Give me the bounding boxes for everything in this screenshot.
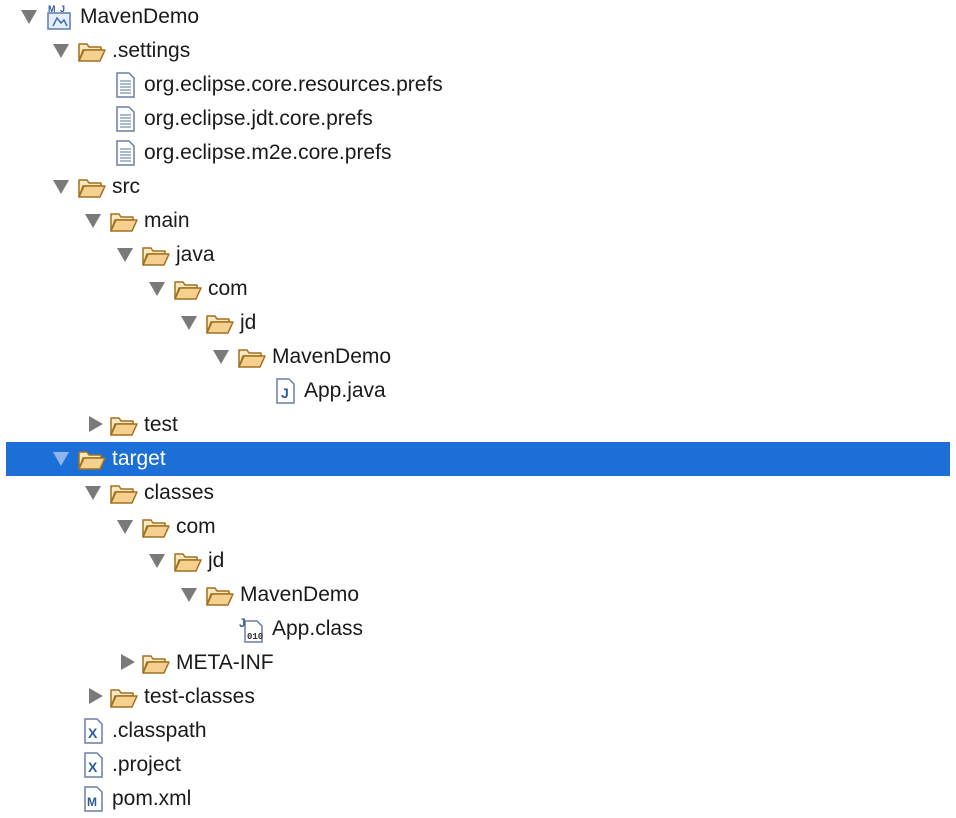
tree-item-label: com: [208, 277, 248, 300]
java-file-icon: [270, 377, 300, 405]
tree-item-src[interactable]: src: [6, 170, 950, 204]
folder-open-icon: [108, 207, 138, 235]
tree-item-pom[interactable]: pom.xml: [6, 782, 950, 816]
expand-toggle-icon[interactable]: [20, 9, 38, 25]
expand-toggle-icon[interactable]: [180, 315, 198, 331]
tree-item-label: pom.xml: [112, 787, 192, 810]
folder-open-icon: [140, 241, 170, 269]
tree-item-label: org.eclipse.jdt.core.prefs: [144, 107, 373, 130]
expand-toggle-icon[interactable]: [180, 587, 198, 603]
text-file-icon: [110, 139, 140, 167]
tree-item-classpath[interactable]: .classpath: [6, 714, 950, 748]
xml-file-icon: [78, 751, 108, 779]
tree-item-src-com[interactable]: com: [6, 272, 950, 306]
collapsed-toggle-icon[interactable]: [86, 688, 104, 705]
tree-item-label: src: [112, 175, 140, 198]
tree-item-label: com: [176, 515, 216, 538]
tree-item-label: App.class: [272, 617, 364, 640]
folder-open-icon: [236, 343, 266, 371]
collapsed-toggle-icon[interactable]: [86, 416, 104, 433]
folder-open-icon: [140, 513, 170, 541]
tree-item-test-classes[interactable]: test-classes: [6, 680, 950, 714]
tree-item-label: MavenDemo: [80, 5, 200, 28]
folder-open-icon: [204, 581, 234, 609]
text-file-icon: [110, 105, 140, 133]
folder-open-icon: [76, 445, 106, 473]
tree-item-label: MavenDemo: [240, 583, 360, 606]
tree-item-label: org.eclipse.core.resources.prefs: [144, 73, 443, 96]
tree-item-label: App.java: [304, 379, 386, 402]
tree-item-classes-jd[interactable]: jd: [6, 544, 950, 578]
tree-item-classes-mavendemo[interactable]: MavenDemo: [6, 578, 950, 612]
tree-item-src-mavendemo[interactable]: MavenDemo: [6, 340, 950, 374]
folder-open-icon: [108, 479, 138, 507]
folder-open-icon: [140, 649, 170, 677]
expand-toggle-icon[interactable]: [84, 213, 102, 229]
folder-open-icon: [204, 309, 234, 337]
tree-item-label: jd: [240, 311, 257, 334]
tree-item-label: java: [176, 243, 215, 266]
tree-item-project-file[interactable]: .project: [6, 748, 950, 782]
tree-item-label: .settings: [112, 39, 191, 62]
expand-toggle-icon[interactable]: [212, 349, 230, 365]
tree-item-label: org.eclipse.m2e.core.prefs: [144, 141, 392, 164]
tree-item-label: test-classes: [144, 685, 255, 708]
tree-item-classes[interactable]: classes: [6, 476, 950, 510]
expand-toggle-icon[interactable]: [84, 485, 102, 501]
tree-item-meta-inf[interactable]: META-INF: [6, 646, 950, 680]
tree-item-main[interactable]: main: [6, 204, 950, 238]
folder-open-icon: [172, 275, 202, 303]
tree-item-prefs-jdt[interactable]: org.eclipse.jdt.core.prefs: [6, 102, 950, 136]
tree-item-label: classes: [144, 481, 215, 504]
tree-item-app-class[interactable]: App.class: [6, 612, 950, 646]
tree-item-src-jd[interactable]: jd: [6, 306, 950, 340]
tree-item-label: .project: [112, 753, 181, 776]
tree-item-app-java[interactable]: App.java: [6, 374, 950, 408]
expand-toggle-icon[interactable]: [52, 43, 70, 59]
tree-item-java[interactable]: java: [6, 238, 950, 272]
expand-toggle-icon[interactable]: [116, 519, 134, 535]
tree-item-label: target: [112, 447, 166, 470]
xml-file-icon: [78, 717, 108, 745]
class-file-icon: [236, 615, 266, 643]
expand-toggle-icon[interactable]: [116, 247, 134, 263]
tree-item-label: jd: [208, 549, 225, 572]
tree-item-settings[interactable]: .settings: [6, 34, 950, 68]
folder-open-icon: [76, 37, 106, 65]
tree-item-target[interactable]: target: [6, 442, 950, 476]
maven-project-icon: [44, 3, 74, 31]
tree-item-project[interactable]: MavenDemo: [6, 0, 950, 34]
tree-item-test[interactable]: test: [6, 408, 950, 442]
tree-item-label: main: [144, 209, 190, 232]
tree-item-classes-com[interactable]: com: [6, 510, 950, 544]
maven-pom-icon: [78, 785, 108, 813]
tree-item-label: MavenDemo: [272, 345, 392, 368]
expand-toggle-icon[interactable]: [148, 553, 166, 569]
expand-toggle-icon[interactable]: [52, 179, 70, 195]
tree-item-label: .classpath: [112, 719, 207, 742]
tree-item-label: META-INF: [176, 651, 274, 674]
expand-toggle-icon[interactable]: [52, 451, 70, 467]
tree-item-label: test: [144, 413, 178, 436]
tree-item-prefs-resources[interactable]: org.eclipse.core.resources.prefs: [6, 68, 950, 102]
text-file-icon: [110, 71, 140, 99]
collapsed-toggle-icon[interactable]: [118, 654, 136, 671]
folder-open-icon: [108, 683, 138, 711]
expand-toggle-icon[interactable]: [148, 281, 166, 297]
folder-open-icon: [108, 411, 138, 439]
folder-open-icon: [76, 173, 106, 201]
folder-open-icon: [172, 547, 202, 575]
tree-item-prefs-m2e[interactable]: org.eclipse.m2e.core.prefs: [6, 136, 950, 170]
